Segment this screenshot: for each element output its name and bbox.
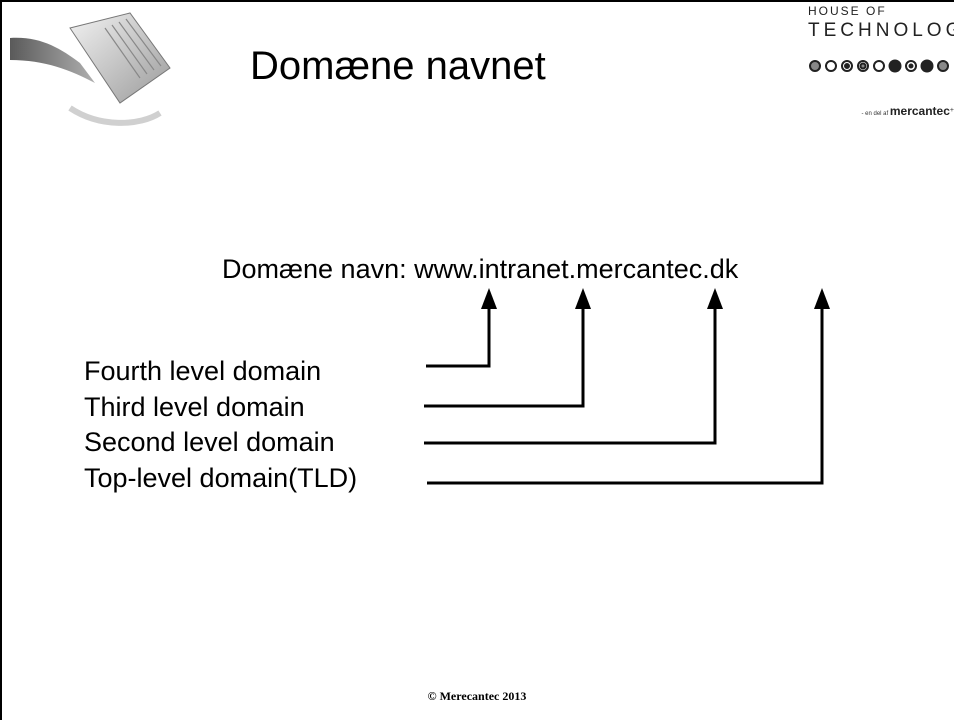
slide-border-left — [0, 0, 2, 720]
connector-third-level — [424, 305, 585, 408]
connector-second-level — [424, 305, 717, 445]
domain-name-label: Domæne navn: www.intranet.mercantec.dk — [222, 254, 739, 284]
logo-sub-prefix: - en del af — [861, 111, 889, 117]
slide-border-top — [0, 0, 954, 2]
level-label-second: Second level domain — [84, 427, 335, 457]
logo-line-2: TECHNOLOGY — [808, 20, 954, 41]
arrow-head-third — [575, 288, 591, 309]
level-label-top: Top-level domain(TLD) — [84, 463, 358, 493]
arrow-head-fourth — [481, 288, 497, 309]
arrow-head-second — [707, 288, 723, 309]
connector-top-level — [427, 305, 824, 485]
connector-fourth-level — [426, 305, 491, 368]
level-label-fourth: Fourth level domain — [84, 356, 322, 386]
logo-line-1: HOUSE OF — [808, 4, 887, 18]
slide-footer: © Merecantec 2013 — [427, 689, 527, 703]
logo-subline: - en del af mercantec+ — [861, 104, 954, 118]
logo-dots-icon — [809, 59, 949, 73]
network-cable-image — [10, 12, 171, 126]
logo-brand: mercantec — [889, 104, 950, 118]
slide-title: Domæne navnet — [250, 44, 546, 88]
house-of-technology-logo: HOUSE OF TECHNOLOGY - en del af mercante… — [808, 0, 954, 120]
arrow-head-top — [814, 288, 830, 309]
level-label-third: Third level domain — [84, 392, 305, 422]
